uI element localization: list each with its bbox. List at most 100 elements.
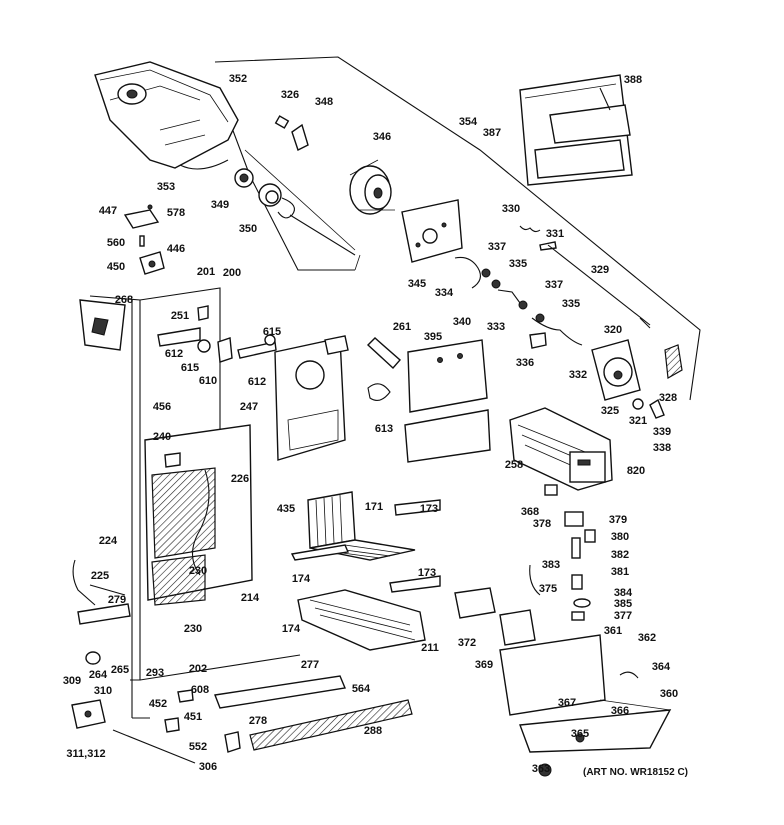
callout-365: 365 [571,728,589,740]
callout-360: 360 [660,688,678,700]
callout-336: 336 [516,357,534,369]
callout-456: 456 [153,401,171,413]
callout-560: 560 [107,237,125,249]
evaporator [144,424,253,606]
callout-612: 612 [165,348,183,360]
callout-329: 329 [591,264,609,276]
callout-230: 230 [184,623,202,635]
callout-615: 615 [263,326,281,338]
callout-388: 388 [624,74,642,86]
callout-564: 564 [352,683,371,695]
callout-348: 348 [315,96,333,108]
shelf-upper [290,491,441,561]
callout-330: 330 [502,203,520,215]
callout-278: 278 [249,715,267,727]
callout-395: 395 [424,331,442,343]
callout-368: 368 [521,506,539,518]
control-housing [454,587,672,777]
callout-450: 450 [107,261,125,273]
switch-parts [529,484,596,621]
callout-288: 288 [364,725,382,737]
callout-608: 608 [191,684,209,696]
callout-375: 375 [539,583,557,595]
callout-306: 306 [199,761,217,773]
callout-309: 309 [63,675,81,687]
callout-335: 335 [509,258,527,270]
callout-384: 384 [614,587,633,599]
linkage-parts [454,225,651,349]
callout-335: 335 [562,298,580,310]
callout-820: 820 [627,465,645,477]
callout-379: 379 [609,514,627,526]
callout-382: 382 [611,549,629,561]
callout-258: 258 [505,459,523,471]
duct-and-panel [366,337,491,463]
callout-345: 345 [408,278,426,290]
callout-214: 214 [241,592,260,604]
callout-364: 364 [652,661,671,673]
callout-385: 385 [614,598,632,610]
callout-369: 369 [475,659,493,671]
callout-349: 349 [211,199,229,211]
callout-173: 173 [420,503,438,515]
callout-452: 452 [149,698,167,710]
callout-310: 310 [94,685,112,697]
callout-383: 383 [542,559,560,571]
ice-bucket [94,61,239,170]
callout-265: 265 [111,664,129,676]
callout-202: 202 [189,663,207,675]
callout-447: 447 [99,205,117,217]
left-misc [71,559,196,764]
callout-332: 332 [569,369,587,381]
callout-363: 363 [532,763,550,775]
callout-174: 174 [282,623,301,635]
callout-350: 350 [239,223,257,235]
callout-339: 339 [653,426,671,438]
callout-451: 451 [184,711,202,723]
callout-225: 225 [91,570,109,582]
callout-331: 331 [546,228,564,240]
callout-261: 261 [393,321,411,333]
callout-446: 446 [167,243,185,255]
callout-338: 338 [653,442,671,454]
assembly-outline [214,56,701,401]
callout-340: 340 [453,316,471,328]
callout-268: 268 [115,294,133,306]
motor-bracket [401,199,463,263]
art-number: (ART NO. WR18152 C) [583,767,688,778]
callout-552: 552 [189,741,207,753]
callout-321: 321 [629,415,647,427]
callout-201: 201 [197,266,215,278]
auger-parts [234,115,356,256]
callout-264: 264 [89,669,108,681]
ice-maker-mold [509,407,613,491]
callout-362: 362 [638,632,656,644]
callout-279: 279 [108,594,126,606]
callout-610: 610 [199,375,217,387]
callout-334: 334 [435,287,454,299]
callout-320: 320 [604,324,622,336]
callout-578: 578 [167,207,185,219]
callout-615: 615 [181,362,199,374]
callout-211: 211 [421,642,439,654]
callout-325: 325 [601,405,619,417]
callout-378: 378 [533,518,551,530]
callout-354: 354 [459,116,478,128]
callout-333: 333 [487,321,505,333]
bottom-rails [164,675,413,753]
callout-377: 377 [614,610,632,622]
dispenser-door [519,74,633,186]
fan-shroud [274,335,349,461]
auger-motor [349,159,395,215]
callout-381: 381 [611,566,629,578]
callout-366: 366 [611,705,629,717]
light-socket [79,299,126,351]
callout-247: 247 [240,401,258,413]
callout-387: 387 [483,127,501,139]
callout-224: 224 [99,535,118,547]
ice-maker-head [591,339,683,419]
callout-173: 173 [418,567,436,579]
callout-361: 361 [604,625,622,637]
callout-240: 240 [153,431,171,443]
